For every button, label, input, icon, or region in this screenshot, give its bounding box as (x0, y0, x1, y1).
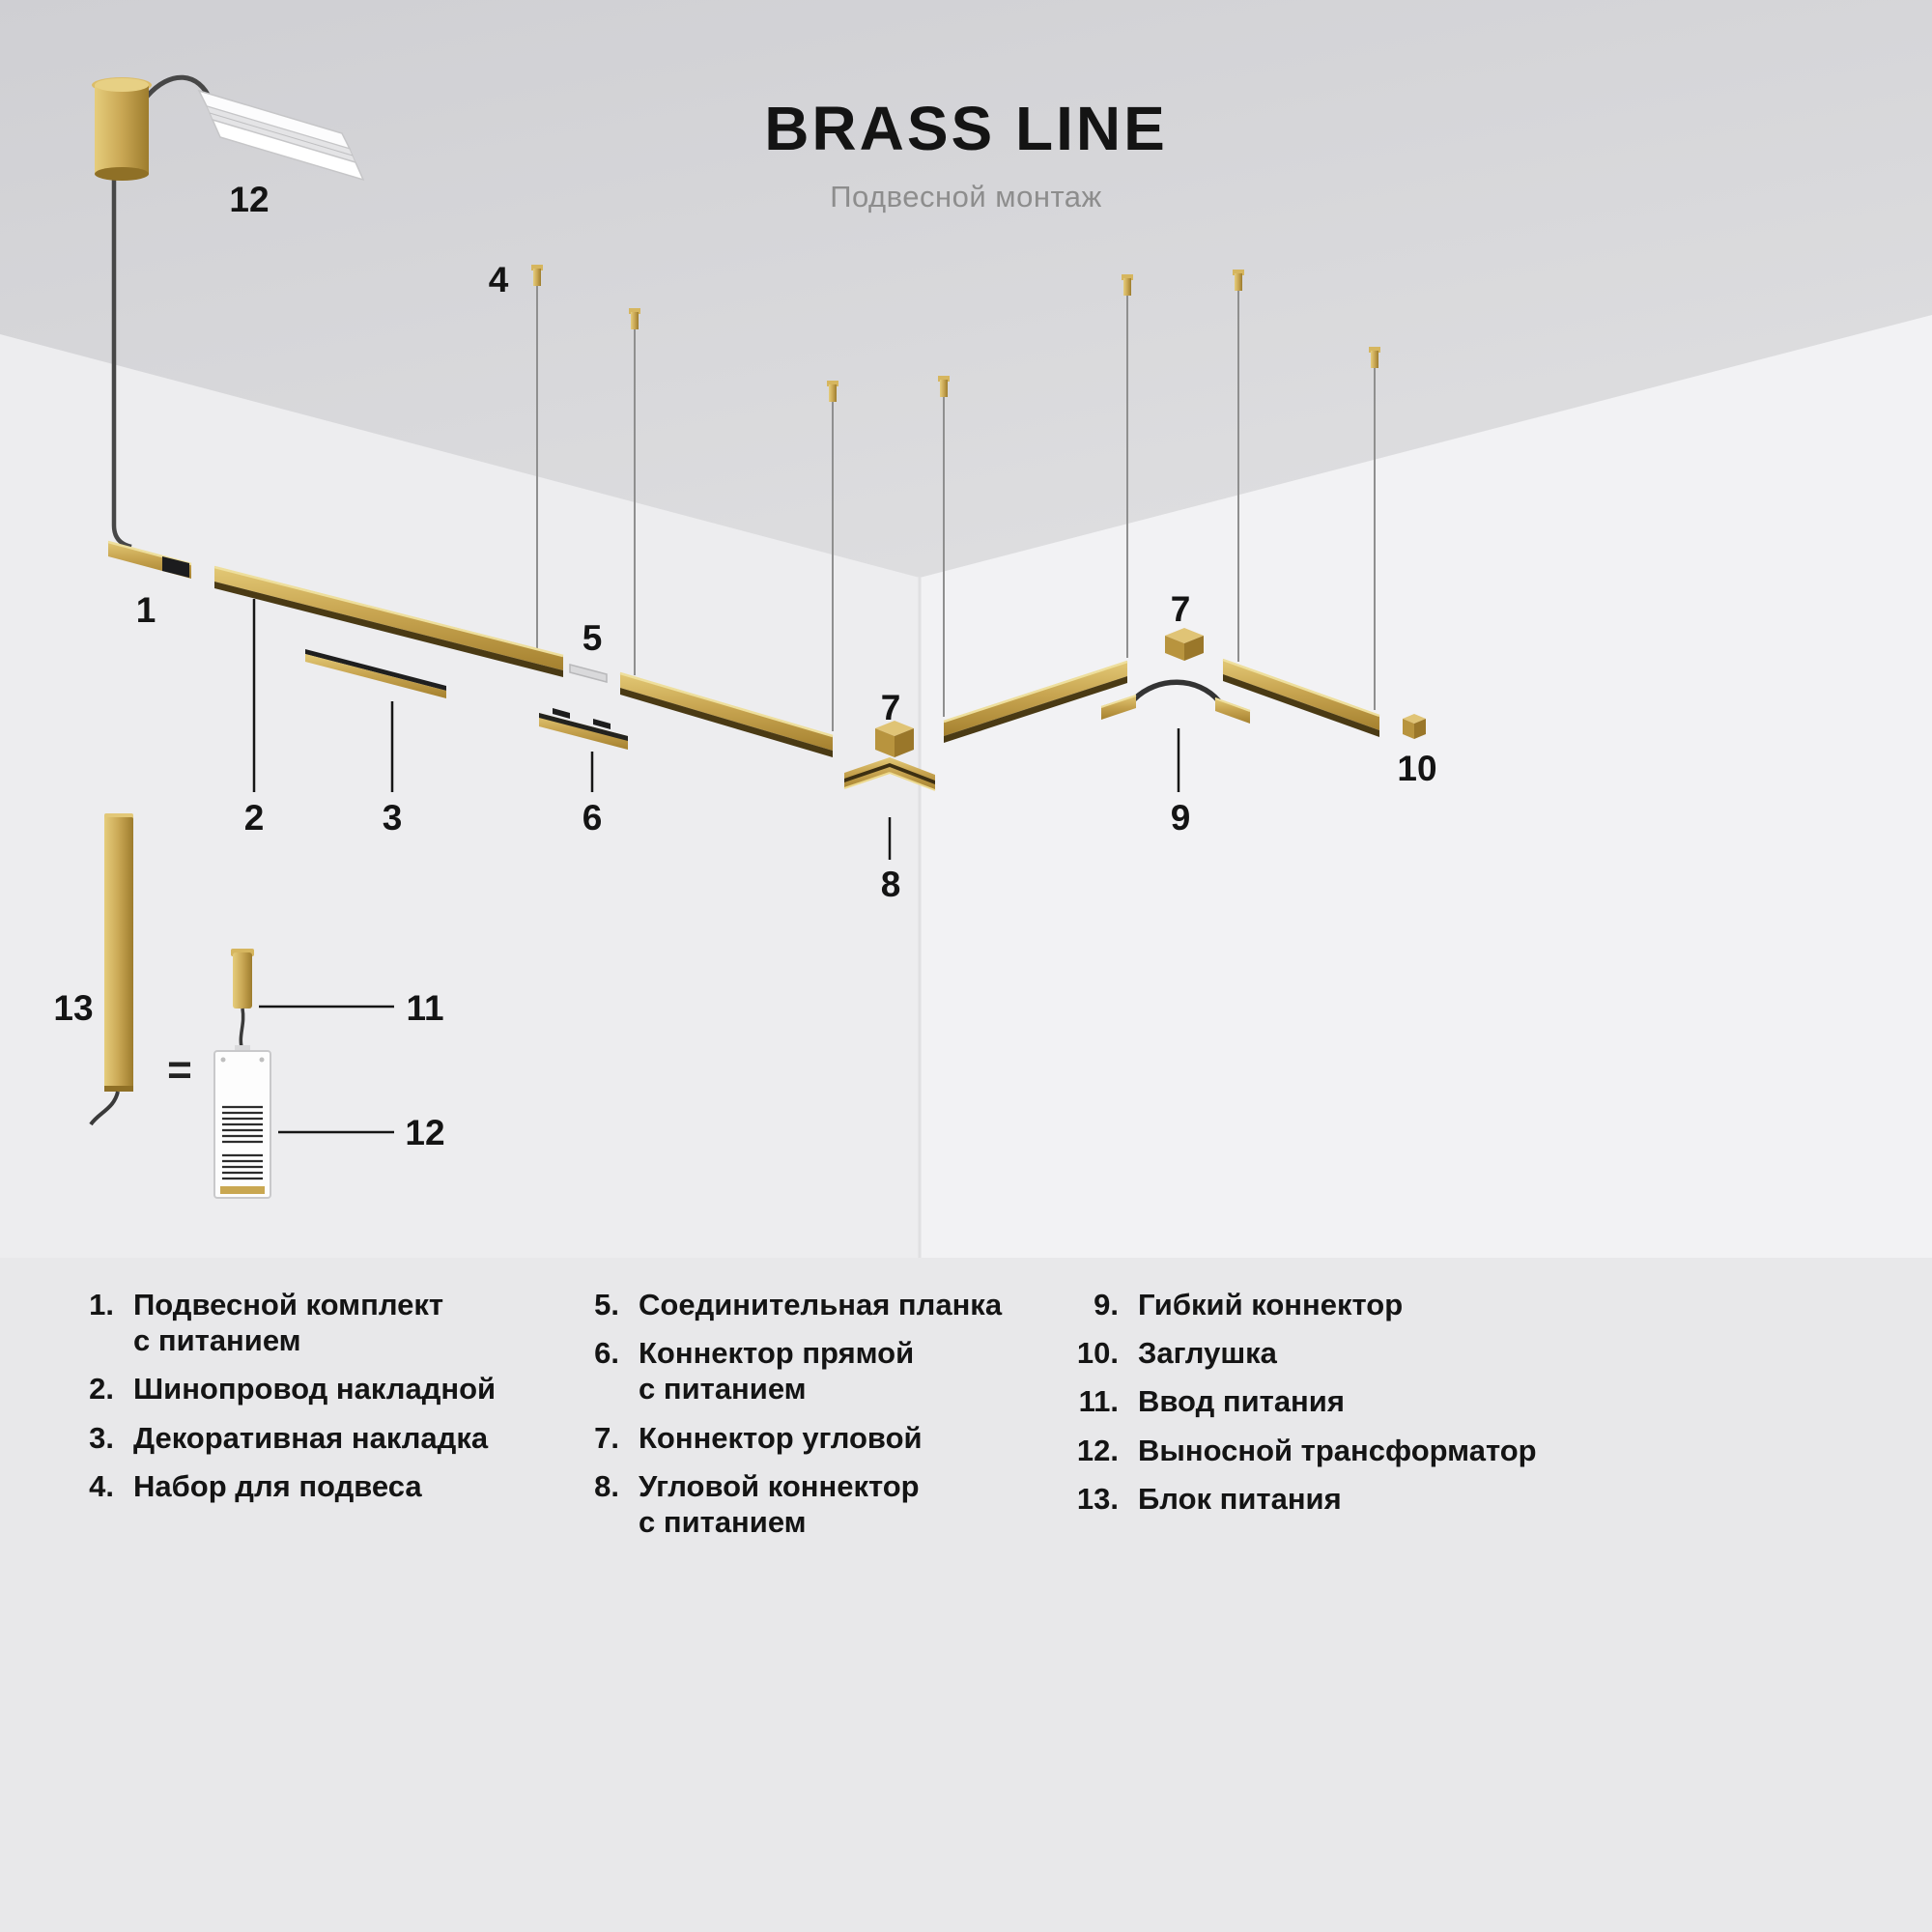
decorative-cover (305, 649, 446, 698)
legend-item: 4. Набор для подвеса (58, 1468, 496, 1504)
power-supply-cable (89, 1091, 120, 1126)
callout-end-cap-10: 10 (1397, 749, 1437, 788)
right-wall (920, 315, 1932, 1258)
equals-sign: = (167, 1046, 192, 1094)
callout-decorative-cover-3: 3 (382, 798, 403, 838)
suspension-fitting (531, 265, 543, 286)
legend-item-number: 9. (1094, 1288, 1119, 1321)
straight-connector-power (539, 708, 628, 750)
legend-item-number: 2. (89, 1372, 114, 1406)
legend-item-number: 7. (594, 1420, 619, 1455)
legend-item: 3. Декоративная накладка (58, 1420, 496, 1456)
white-profile (197, 89, 365, 182)
suspension-fitting (1122, 274, 1133, 296)
left-wall (0, 334, 920, 1258)
legend-item-label: Гибкий коннектор (1138, 1288, 1404, 1321)
legend-background (0, 1258, 1932, 1932)
legend-column-2: 5. Соединительная планка 6. Коннектор пр… (563, 1287, 1002, 1540)
legend-item: 9. Гибкий коннектор (1063, 1287, 1537, 1322)
legend-item-number: 8. (594, 1468, 619, 1503)
legend-item-label: Блок питания (1138, 1481, 1342, 1516)
legend-item: 6. Коннектор прямой с питанием (563, 1335, 1002, 1406)
legend-item-label: Заглушка (1138, 1336, 1277, 1371)
callout-power-feed-1: 1 (135, 590, 156, 630)
page-subtitle: Подвесной монтаж (830, 180, 1102, 213)
callout-transformer-12: 12 (405, 1113, 445, 1152)
suspension-fittings (531, 265, 1380, 402)
callout-straight-connector-6: 6 (582, 798, 603, 838)
connecting-plate (569, 664, 608, 683)
legend-item: 12. Выносной трансформатор (1063, 1433, 1537, 1468)
legend: 1. Подвесной комплект с питанием 2. Шино… (0, 1258, 1932, 1932)
callout-power-supply-13: 13 (53, 988, 94, 1028)
suspension-fitting (629, 308, 640, 329)
callout-connecting-plate-5: 5 (582, 618, 603, 658)
external-transformer (213, 1045, 271, 1199)
header: BRASS LINE Подвесной монтаж (0, 93, 1932, 214)
callout-flexible-connector-9: 9 (1170, 798, 1191, 838)
suspension-fitting (827, 381, 838, 402)
legend-item: 1. Подвесной комплект с питанием (58, 1287, 496, 1358)
callout-corner-connector-power-8: 8 (880, 865, 901, 904)
suspension-fitting (938, 376, 950, 397)
legend-item: 2. Шинопровод накладной (58, 1371, 496, 1406)
legend-item-number: 6. (594, 1336, 619, 1371)
transformer-vents (222, 1105, 263, 1180)
track-middle (619, 671, 834, 757)
legend-item-label: Шинопровод накладной (133, 1372, 497, 1406)
legend-item-label: Угловой коннектор с питанием (639, 1468, 920, 1539)
legend-item-label: Ввод питания (1138, 1384, 1345, 1419)
legend-item: 13. Блок питания (1063, 1481, 1537, 1517)
legend-item-number: 11. (1078, 1384, 1119, 1419)
power-supply-bar (89, 813, 133, 1126)
legend-item: 11. Ввод питания (1063, 1383, 1537, 1419)
legend-item-label: Декоративная накладка (133, 1420, 489, 1455)
legend-item: 8. Угловой коннектор с питанием (563, 1468, 1002, 1540)
callout-power-input-11: 11 (406, 988, 444, 1028)
power-feed-track (107, 540, 192, 579)
legend-item-number: 10. (1076, 1336, 1119, 1371)
track-right-1 (943, 660, 1128, 743)
corner-connector-power (843, 757, 936, 791)
ceiling (0, 0, 1932, 578)
callout-lines (252, 599, 1180, 1134)
legend-item-label: Набор для подвеса (133, 1468, 422, 1503)
suspension-fitting (1369, 347, 1380, 368)
page-title: BRASS LINE (764, 94, 1168, 163)
legend-item-label: Выносной трансформатор (1138, 1433, 1537, 1467)
callout-suspension-kit-4: 4 (488, 260, 509, 299)
corner-connector-center (875, 721, 914, 757)
legend-item: 10. Заглушка (1063, 1335, 1537, 1371)
track-left (213, 565, 564, 677)
legend-item-label: Подвесной комплект с питанием (133, 1288, 444, 1358)
legend-item-number: 5. (594, 1288, 619, 1321)
corner-connector-right (1165, 628, 1204, 661)
legend-item-number: 3. (89, 1420, 114, 1455)
suspension-cables (536, 286, 1376, 731)
callout-white-profile-12: 12 (229, 180, 270, 219)
legend-column-1: 1. Подвесной комплект с питанием 2. Шино… (58, 1287, 496, 1504)
legend-item-number: 1. (89, 1288, 114, 1321)
legend-item: 5. Соединительная планка (563, 1287, 1002, 1322)
legend-column-3: 9. Гибкий коннектор 10. Заглушка 11. Вво… (1063, 1287, 1537, 1517)
callout-corner-connector-7-center: 7 (880, 688, 901, 727)
track-right-2 (1222, 658, 1380, 737)
legend-item-number: 12. (1076, 1433, 1119, 1467)
power-drop-cable (111, 176, 132, 550)
callout-corner-connector-7-right: 7 (1170, 589, 1191, 629)
legend-item-label: Соединительная планка (639, 1288, 1003, 1321)
callout-track-2: 2 (243, 798, 265, 838)
flexible-connector (1100, 679, 1251, 724)
end-cap (1403, 714, 1426, 739)
legend-item-number: 4. (89, 1468, 114, 1503)
legend-item-label: Коннектор угловой (639, 1420, 923, 1455)
suspension-fitting (1233, 270, 1244, 291)
legend-item-label: Коннектор прямой с питанием (639, 1336, 915, 1406)
legend-item-number: 13. (1076, 1481, 1119, 1516)
legend-item: 7. Коннектор угловой (563, 1420, 1002, 1456)
